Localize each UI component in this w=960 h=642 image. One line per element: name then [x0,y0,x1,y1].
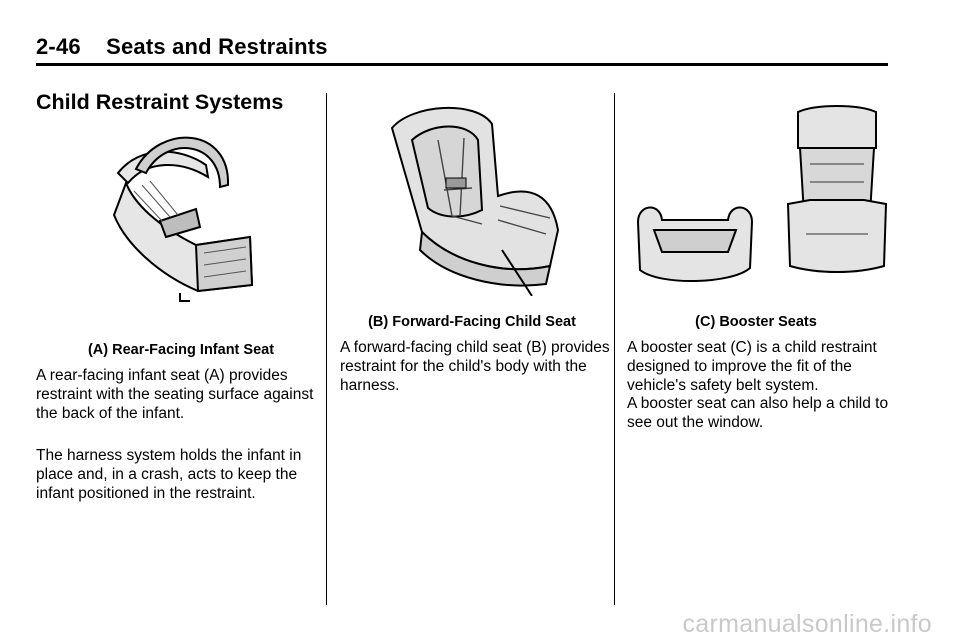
high-back-booster-seat-illustration [786,105,888,273]
rear-facing-infant-seat-illustration [112,136,254,302]
watermark: carmanualsonline.info [682,610,932,638]
section-title: Child Restraint Systems [36,90,284,114]
caption-c: (C) Booster Seats [695,314,817,330]
paragraph-c-1: A booster seat (C) is a child restraint … [627,339,877,394]
header-rule [36,63,888,66]
paragraph-b-1: A forward-facing child seat (B) provides… [340,339,610,394]
caption-a: (A) Rear-Facing Infant Seat [87,342,275,358]
page-header-text: 2-46 Seats and Restraints [36,34,328,60]
page-number: 2-46 [36,34,81,59]
backless-booster-seat-illustration [636,206,754,282]
column-divider-2 [614,93,615,605]
forward-facing-child-seat-illustration [390,107,560,296]
caption-b: (B) Forward-Facing Child Seat [368,314,576,330]
paragraph-c-2: A booster seat can also help a child to … [627,395,889,431]
paragraph-a-1: A rear-facing infant seat (A) provides r… [36,367,314,422]
column-divider-1 [326,93,327,605]
chapter-title: Seats and Restraints [106,34,328,59]
paragraph-a-2: The harness system holds the infant in p… [36,447,302,502]
page-header: 2-46 Seats and Restraints [36,34,888,68]
